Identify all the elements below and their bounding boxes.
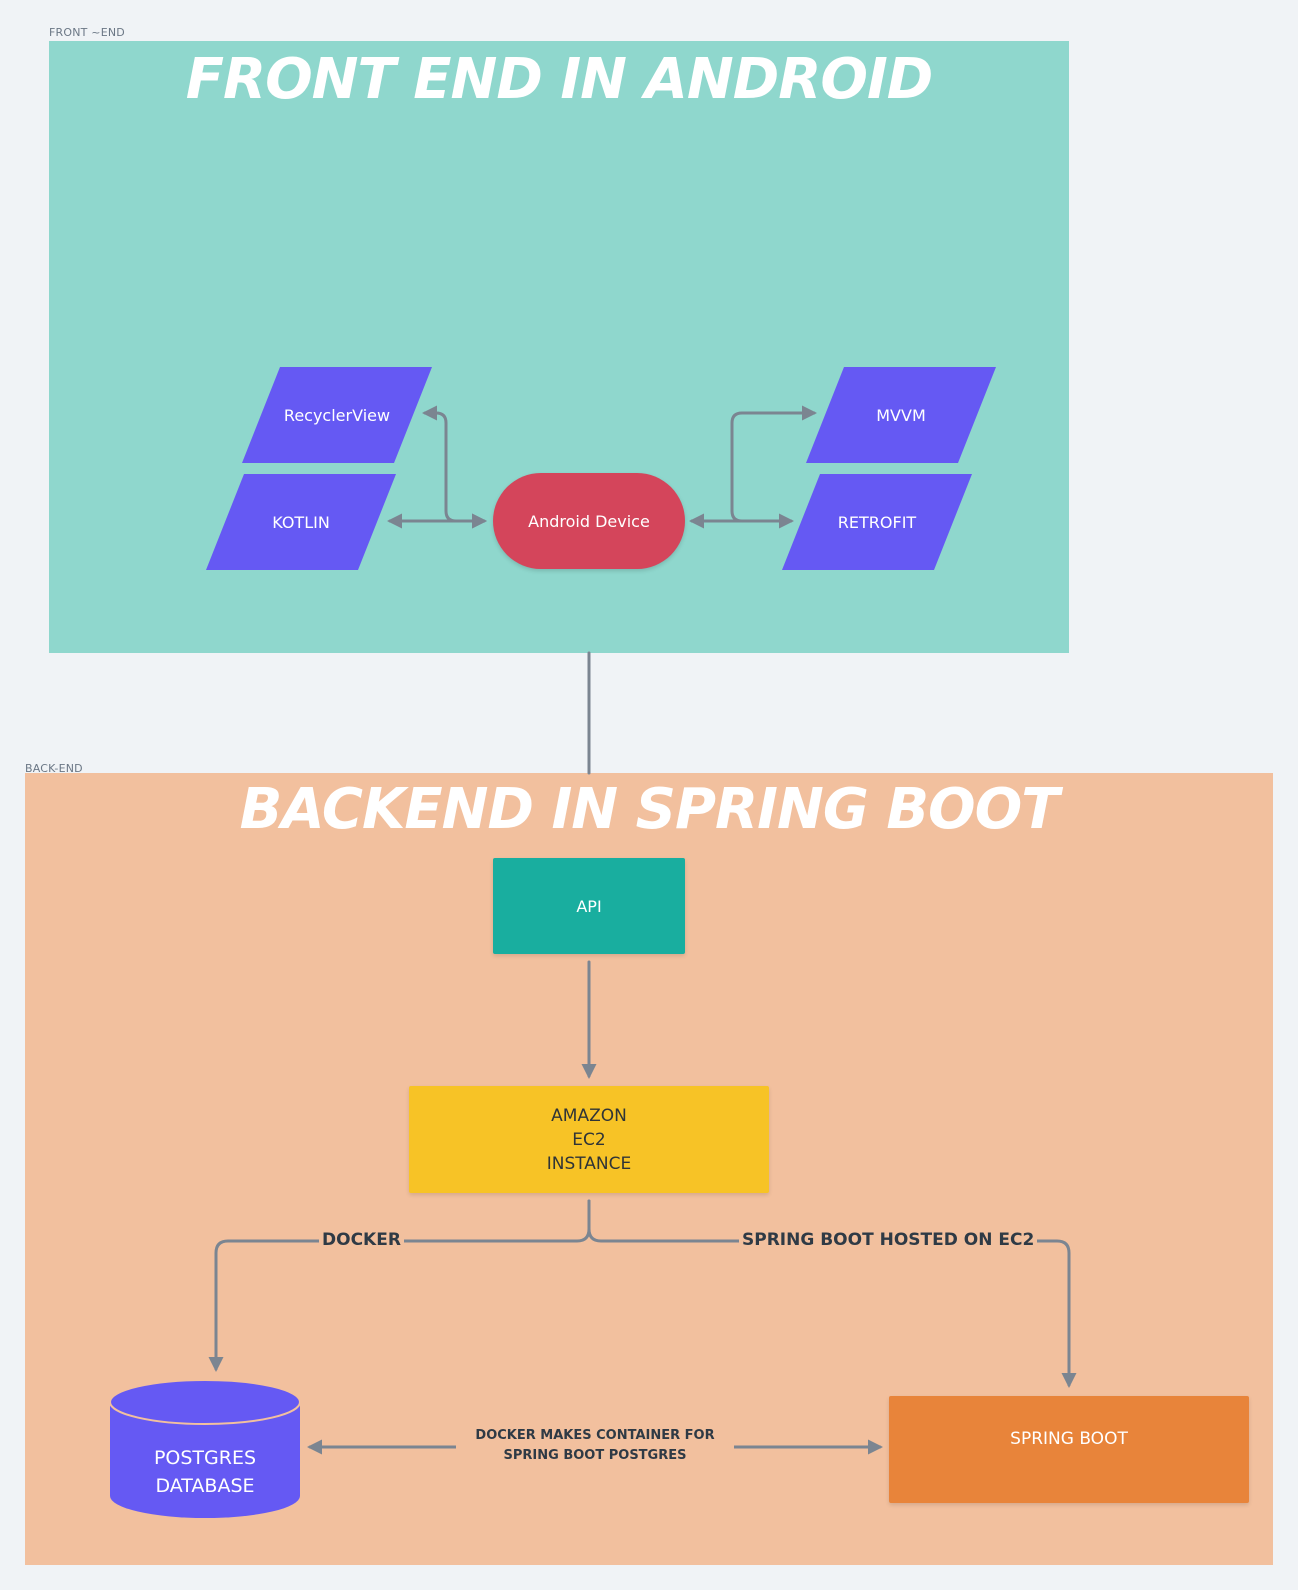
ec2-label-line: EC2	[572, 1129, 606, 1150]
ec2-label: AMAZON EC2 INSTANCE	[409, 1086, 769, 1193]
kotlin-label: KOTLIN	[272, 512, 330, 532]
android-device-node[interactable]: Android Device	[493, 473, 685, 569]
back-end-frame-label: BACK-END	[25, 762, 83, 775]
postgres-label-line: POSTGRES	[153, 1447, 257, 1469]
container-edge-label: DOCKER MAKES CONTAINER FOR SPRING BOOT P…	[456, 1426, 734, 1466]
ec2-instance-node[interactable]: AMAZON EC2 INSTANCE	[409, 1086, 769, 1193]
ec2-label-line: AMAZON	[551, 1105, 627, 1126]
database-cylinder-icon	[109, 1379, 301, 1518]
postgres-label-line: DATABASE	[155, 1475, 255, 1497]
api-node[interactable]: API	[493, 858, 685, 954]
postgres-database-node[interactable]: POSTGRES DATABASE	[108, 1378, 302, 1520]
android-device-label: Android Device	[528, 511, 650, 531]
spring-boot-node[interactable]: SPRING BOOT	[889, 1396, 1249, 1503]
postgres-label: POSTGRES DATABASE	[108, 1436, 302, 1520]
edge-android-recyclerview	[422, 405, 487, 529]
mvvm-node[interactable]: MVVM	[806, 367, 996, 463]
front-end-frame-label: FRONT ~END	[49, 26, 125, 39]
recyclerview-node[interactable]: RecyclerView	[242, 367, 432, 463]
spring-boot-label: SPRING BOOT	[1010, 1429, 1128, 1449]
kotlin-node[interactable]: KOTLIN	[206, 474, 396, 570]
edge-android-mvvm	[690, 405, 817, 523]
retrofit-node[interactable]: RETROFIT	[782, 474, 972, 570]
back-end-title: BACKEND IN SPRING BOOT	[239, 777, 1060, 842]
mvvm-label: MVVM	[876, 405, 926, 425]
front-end-title: FRONT END IN ANDROID	[185, 47, 934, 112]
edge-ec2-postgres	[208, 1199, 591, 1372]
api-label: API	[576, 896, 602, 916]
parallelogram-shape	[806, 367, 996, 463]
docker-edge-label: DOCKER	[319, 1230, 404, 1250]
edge-ec2-springboot	[587, 1199, 1077, 1388]
parallelogram-shape	[782, 474, 972, 570]
recyclerview-label: RecyclerView	[283, 405, 391, 425]
spring-hosted-edge-label: SPRING BOOT HOSTED ON EC2	[739, 1230, 1038, 1250]
retrofit-label: RETROFIT	[837, 512, 917, 532]
ec2-label-line: INSTANCE	[546, 1153, 632, 1174]
